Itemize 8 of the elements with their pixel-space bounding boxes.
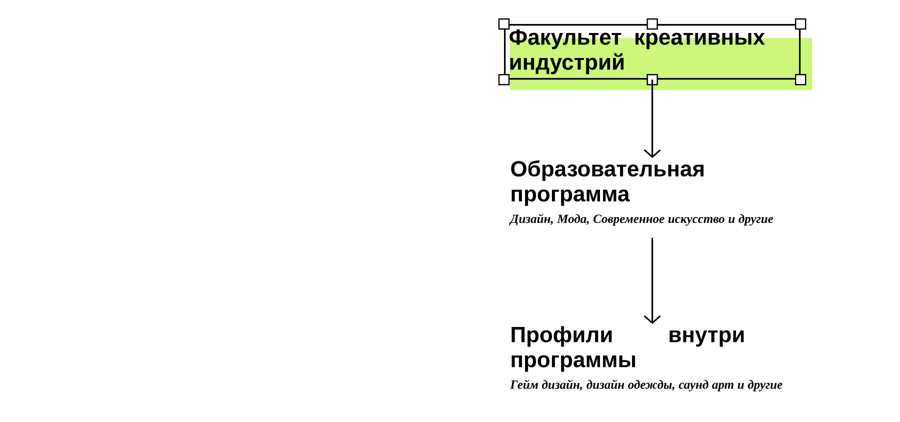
heading: Образовательная программа <box>511 160 704 206</box>
arrow <box>644 80 661 158</box>
description: Дизайн, Мода, Современное искусство и другие <box>509 214 774 226</box>
description: Гейм дизайн, дизайн одежды, саунд арт и другие <box>510 380 782 392</box>
arrow <box>644 238 661 324</box>
selection-box <box>504 24 812 90</box>
heading: Профили внутри программы <box>512 326 744 372</box>
heading: Факультет креативных индустрий <box>510 29 765 74</box>
